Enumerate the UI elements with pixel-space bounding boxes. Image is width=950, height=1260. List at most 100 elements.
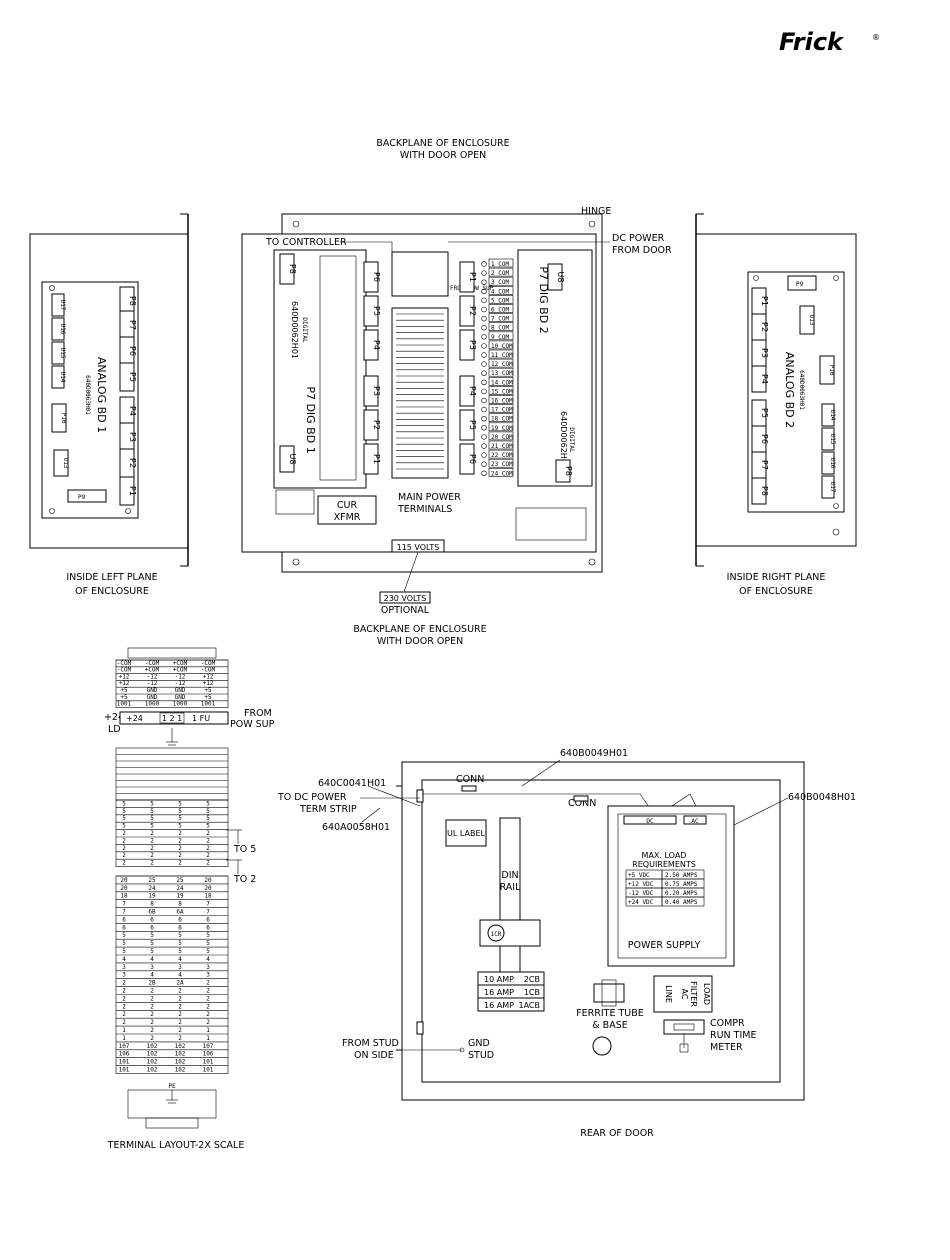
dig1-port-p5: P5 [372,306,381,316]
terminal-bottom-cell: 1 [122,1027,126,1034]
analog-board-2-chips: P9 U13 P10 U14 U15 U16 U17 [787,275,836,499]
cur-label-2: XFMR [334,512,361,523]
terminal-bottom-cell: 5 [122,932,126,939]
left-chip-p9: P9 [78,494,86,501]
terminal-bottom-cell: 2 [178,1011,182,1018]
fuse-left-label: +24 [126,714,143,723]
ld-label: LD [108,724,121,735]
ac-filter-label-1: AC [680,989,689,1000]
terminal-mid-cell: 2 [150,860,154,867]
terminal-mid-cell: 5 [206,808,210,815]
terminal-bottom-cell: 18 [120,893,128,900]
din-label-2: RAIL [500,882,522,893]
terminal-top-cell: +5 [120,694,128,701]
right-port-p7: P7 [760,460,769,470]
terminal-bottom-cell: 102 [175,1043,186,1050]
terminal-bottom-cell: 3 [122,972,126,979]
load-table-voltage: -12 VDC [628,890,654,897]
terminal-top-cell: +5 [204,687,212,694]
terminal-bottom-cell: 20 [120,877,128,884]
left-port-p1: P1 [128,486,137,496]
terminal-bottom-cell: 2 [178,1003,182,1010]
terminal-bottom-cell: 102 [147,1051,158,1058]
com-cell [488,349,514,359]
fuse-box-label: 1 2 1 [162,714,182,723]
v115-label: 115 VOLTS [397,543,440,552]
left-port-p4: P4 [128,406,137,416]
com-label: 19 COM [491,425,513,432]
ferrite-label-1: FERRITE TUBE [576,1008,644,1019]
left-chip-p10: P10 [60,413,67,424]
backplane-title-bottom-2: WITH DOOR OPEN [377,636,463,647]
plus24-label: +24 [104,712,124,723]
terminal-bottom-cell: 4 [150,956,154,963]
terminal-mid-cell: 2 [150,845,154,852]
terminal-top-cell: +COM [173,667,188,674]
terminal-bottom-cell: 5 [206,932,210,939]
terminal-mid-cell: 5 [178,808,182,815]
load-table-voltage: +12 VDC [628,881,654,888]
terminal-bottom-cell: 102 [147,1043,158,1050]
terminal-top-cell: -COM [201,660,216,667]
right-chip-p10: P10 [828,365,835,376]
terminal-mid-cell: 2 [150,830,154,837]
com-screw [481,352,487,358]
to-controller-label: TO CONTROLLER [265,237,347,248]
terminal-bottom-cell: 2 [150,1035,154,1042]
analog-board-1-chips: U17 U16 U15 U14 P10 U13 P9 [51,293,107,503]
terminal-bottom-cell: 102 [147,1067,158,1074]
power-supply [607,805,735,967]
terminal-bottom-cell: 24 [148,885,156,892]
analog-board-1-name: ANALOG BD 1 [95,357,108,433]
dig1-sub: DIGITAL [301,317,308,343]
com-label: 10 COM [491,343,513,350]
terminal-bottom-cell: 102 [175,1059,186,1066]
terminal-top-cell: GND [147,694,158,701]
terminal-top-cell: +5 [204,694,212,701]
terminal-mid-cell: 5 [122,800,126,807]
rear-of-door: 640B0049H01 640C0041H01 TO DC POWER TERM… [277,748,856,1139]
left-chip-u16: U16 [59,324,66,335]
dig1-port-p6: P6 [372,272,381,282]
terminal-bottom-cell: 2 [150,995,154,1002]
terminal-top-block: -COM-COM+COM-COM-COM+COM+COM-COM+12-12-1… [115,659,229,708]
dig1-port-p1: P1 [372,454,381,464]
terminal-bottom-cell: 4 [150,972,154,979]
terminal-bottom-cell: 5 [178,940,182,947]
dig2-port-p4: P4 [468,386,477,396]
p640a-label: 640A0058H01 [322,822,390,833]
terminal-bottom-cell: 3 [150,964,154,971]
dig1-p8: P8 [288,264,297,274]
terminal-bottom-cell: 2 [178,988,182,995]
left-port-p5: P5 [128,372,137,382]
terminal-mid-cell: 5 [178,823,182,830]
terminal-mid-cell: 5 [178,815,182,822]
cur-label-1: CUR [337,500,358,511]
com-cell [488,358,514,368]
main-power-label-2: TERMINALS [397,504,452,515]
compr-label-2: RUN TIME [710,1030,756,1041]
com-cell [488,313,514,322]
main-power-strip-lines [396,313,444,470]
terminal-bottom-cell: 24 [176,885,184,892]
breaker-id: 2CB [524,975,540,984]
fuse-row [119,711,229,725]
terminal-bottom-cell: 101 [119,1059,130,1066]
terminal-bottom-cell: 2 [150,988,154,995]
terminal-bottom-cell: 4 [122,956,126,963]
breaker-amp: 16 AMP [484,988,514,997]
terminal-bottom-cell: 2 [150,1003,154,1010]
terminal-bottom-cell: 101 [203,1059,214,1066]
load-table-voltage: +5 VDC [628,872,650,879]
com-screw [481,425,487,431]
terminal-bottom-cell: 5 [150,932,154,939]
terminal-top-cell: -12 [175,673,186,680]
terminal-bottom-cell: 3 [178,964,182,971]
ac-filter [653,975,713,1013]
com-screw [481,397,487,404]
com-label: 3 COM [491,279,509,286]
terminal-top-cell: GND [175,694,186,701]
to-dc-label-1: TO DC POWER [277,792,347,803]
right-port-p6: P6 [760,434,769,444]
